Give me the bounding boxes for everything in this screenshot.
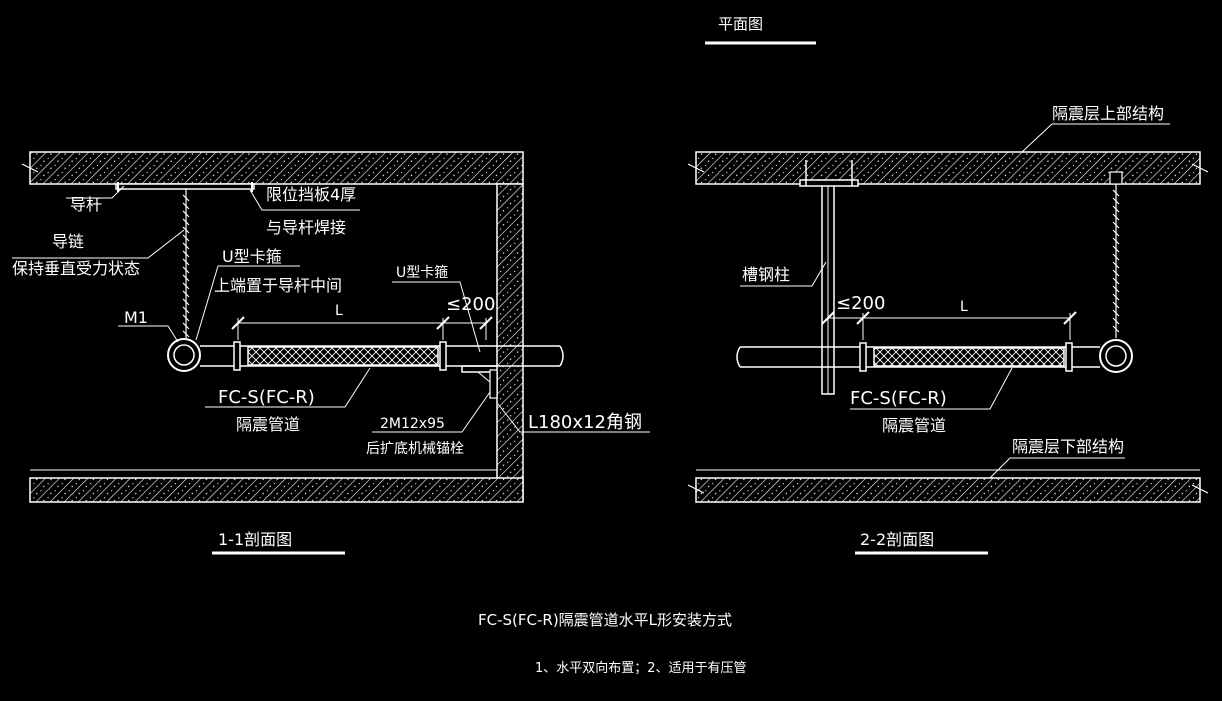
- s1-leader-guide-rod: [66, 185, 125, 199]
- s1-label-pipe-name: 隔震管道: [236, 415, 300, 434]
- s2-chain-hanger: [1109, 171, 1123, 185]
- footer: FC-S(FC-R)隔震管道水平L形安装方式 1、水平双向布置；2、适用于有压管: [478, 611, 747, 676]
- s2-pipe-elbow-outer: [1099, 339, 1133, 373]
- s1-label-u-clamp-left-note: 上端置于导杆中间: [214, 276, 342, 295]
- section-1-1: [12, 151, 650, 555]
- s1-flange-right: [439, 341, 447, 371]
- s1-label-stop-plate: 限位挡板4厚: [266, 185, 356, 204]
- s2-labels: 隔震层上部结构 槽钢柱 ≤200 L FC-S(FC-R) 隔震管道 隔震层下部…: [742, 104, 1164, 549]
- s1-label-stop-plate-weld: 与导杆焊接: [266, 218, 346, 237]
- s1-label-angle-steel: L180x12角钢: [528, 412, 642, 433]
- s1-right-wall: [496, 183, 524, 501]
- s2-flange-left: [859, 342, 867, 372]
- s2-bottom-slab-break-left: [687, 484, 705, 494]
- s1-pipe-elbow-outer: [167, 338, 201, 372]
- s1-label-pipe-model: FC-S(FC-R): [218, 387, 315, 408]
- s1-label-anchor-bolt-note: 后扩底机械锚栓: [366, 441, 464, 457]
- s1-guide-rod: [115, 183, 255, 190]
- s2-leader-channel-column: [740, 261, 827, 287]
- s1-leader-chain: [12, 229, 185, 259]
- s1-leader-pipe: [205, 367, 371, 408]
- s1-leader-m1: [118, 325, 179, 343]
- s1-leader-stop-plate: [249, 189, 360, 211]
- s1-top-slab-break: [21, 163, 39, 173]
- s1-title: 1-1剖面图: [218, 530, 292, 549]
- s2-top-slab: [695, 151, 1201, 185]
- s1-braided-hose: [247, 346, 439, 366]
- s1-pipe-elbow-inner: [173, 344, 195, 366]
- s2-label-upper-structure: 隔震层上部结构: [1052, 104, 1164, 123]
- s2-label-pipe-model: FC-S(FC-R): [850, 388, 947, 409]
- s2-top-slab-break-right: [1191, 163, 1209, 173]
- s2-label-le200: ≤200: [836, 293, 885, 314]
- s1-leader-u-clamp-left: [195, 265, 300, 341]
- plan-title-group: 平面图: [705, 15, 816, 45]
- s2-pipe-elbow-inner: [1105, 345, 1127, 367]
- s2-flange-right: [1065, 342, 1073, 372]
- s1-bottom-slab: [29, 477, 524, 503]
- footer-main-title: FC-S(FC-R)隔震管道水平L形安装方式: [478, 611, 732, 629]
- s2-title: 2-2剖面图: [860, 530, 934, 549]
- s1-leader-anchor: [372, 391, 491, 433]
- s1-label-le200: ≤200: [446, 294, 495, 315]
- s1-label-l: L: [335, 303, 343, 319]
- s1-label-u-clamp-left: U型卡箍: [222, 247, 282, 266]
- s1-labels: 导杆 限位挡板4厚 与导杆焊接 导链 保持垂直受力状态 U型卡箍 上端置于导杆中…: [12, 185, 642, 549]
- s2-top-slab-break-left: [687, 163, 705, 173]
- s2-label-l: L: [960, 299, 968, 315]
- s2-label-channel-column: 槽钢柱: [742, 265, 790, 284]
- s2-braided-hose: [873, 347, 1065, 367]
- s2-label-pipe-name: 隔震管道: [882, 416, 946, 435]
- s2-chain: [1112, 184, 1120, 338]
- s2-leader-upper-structure: [1021, 123, 1170, 153]
- s1-anchor-plate: [489, 369, 498, 399]
- s2-bottom-slab-break-right: [1191, 484, 1209, 494]
- s1-dimension-l: [231, 316, 493, 340]
- s1-label-chain: 导链: [52, 232, 84, 251]
- s2-bottom-slab: [695, 477, 1201, 503]
- s1-label-m1: M1: [124, 308, 148, 327]
- s1-chain: [182, 189, 190, 338]
- s2-label-lower-structure: 隔震层下部结构: [1012, 437, 1124, 456]
- footer-notes: 1、水平双向布置；2、适用于有压管: [535, 660, 747, 676]
- s1-leader-u-clamp-right: [392, 281, 481, 353]
- s2-column-top-plate: [799, 179, 859, 187]
- s2-dimension-l: [821, 311, 1077, 340]
- s1-pipe-end-break: [559, 345, 564, 367]
- s1-flange-left: [233, 341, 241, 371]
- s1-leader-angle: [497, 403, 650, 433]
- s1-label-u-clamp-right: U型卡箍: [396, 264, 448, 281]
- s2-leader-pipe: [850, 367, 1013, 410]
- plan-title: 平面图: [718, 15, 763, 33]
- s1-label-chain-note: 保持垂直受力状态: [12, 259, 140, 278]
- s2-leader-lower-structure: [989, 457, 1125, 479]
- s1-label-guide-rod: 导杆: [70, 195, 102, 214]
- s2-pipe-end-break: [736, 346, 741, 368]
- section-2-2: [687, 123, 1209, 555]
- s1-label-anchor-bolt: 2M12x95: [380, 416, 445, 432]
- s1-top-slab: [29, 151, 524, 185]
